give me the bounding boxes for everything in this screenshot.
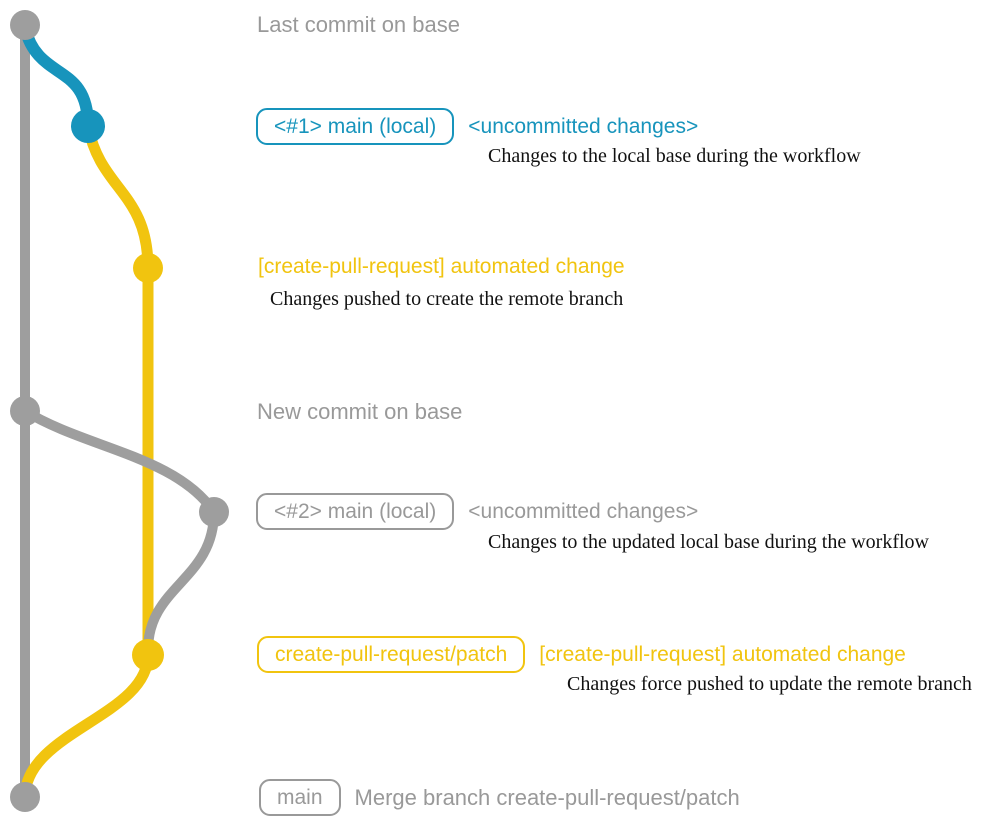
event-main-local-1: <#1> main (local) <uncommitted changes> (256, 108, 698, 145)
commit-node-new-base (10, 396, 40, 426)
branch-badge-main: main (259, 779, 341, 816)
commit-description-uncommitted-1: Changes to the local base during the wor… (488, 145, 861, 167)
commit-node-main-local-2 (199, 497, 229, 527)
commit-node-merge (10, 782, 40, 812)
commit-description-uncommitted-2: Changes to the updated local base during… (488, 531, 929, 553)
event-main-local-2: <#2> main (local) <uncommitted changes> (256, 493, 698, 530)
event-merge: main Merge branch create-pull-request/pa… (259, 779, 740, 816)
commit-node-patch-2 (132, 639, 164, 671)
branch-segment-patch-update (143, 507, 219, 655)
branch-segment-patch-create (82, 120, 154, 274)
commit-description-automated-2: Changes force pushed to update the remot… (567, 673, 972, 695)
branch-segment-main-local-2 (20, 406, 219, 517)
branch-segment-patch-merge (19, 649, 154, 803)
commit-node-main-local-1 (71, 109, 105, 143)
branch-badge-patch: create-pull-request/patch (257, 636, 526, 673)
commit-node-patch-1 (133, 253, 163, 283)
commit-title-uncommitted-1: <uncommitted changes> (468, 114, 699, 138)
branch-badge-main-local-1: <#1> main (local) (256, 108, 455, 145)
commit-description-automated-1: Changes pushed to create the remote bran… (270, 288, 624, 310)
event-patch-branch: create-pull-request/patch [create-pull-r… (257, 636, 906, 673)
label-merge-message: Merge branch create-pull-request/patch (354, 784, 740, 810)
label-new-commit-on-base: New commit on base (257, 399, 463, 424)
branch-badge-main-local-2: <#2> main (local) (256, 493, 455, 530)
branch-segment-main-local-1 (19, 22, 94, 132)
commit-title-automated-1: [create-pull-request] automated change (258, 255, 625, 278)
label-last-commit-on-base: Last commit on base (257, 12, 460, 37)
commit-node-last-base (10, 10, 40, 40)
commit-title-automated-2: [create-pull-request] automated change (539, 642, 906, 666)
commit-title-uncommitted-2: <uncommitted changes> (468, 499, 699, 523)
